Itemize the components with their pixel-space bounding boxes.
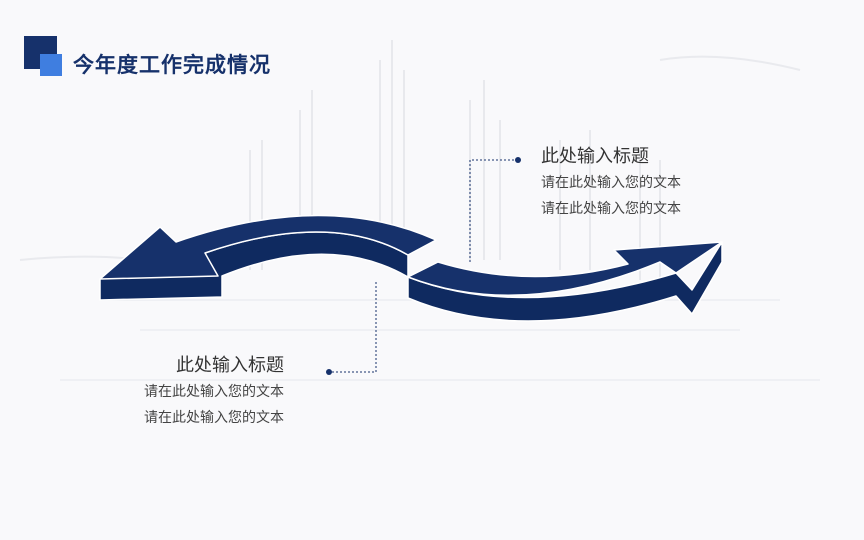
callout-left: 此处输入标题 请在此处输入您的文本 请在此处输入您的文本 — [144, 353, 284, 431]
callout-text: 请在此处输入您的文本 — [541, 175, 681, 191]
connector-right — [469, 157, 521, 262]
callout-text: 请在此处输入您的文本 — [144, 410, 284, 426]
slide-title: 今年度工作完成情况 — [73, 53, 271, 77]
callout-heading: 此处输入标题 — [176, 355, 284, 376]
callout-heading: 此处输入标题 — [541, 146, 649, 167]
callout-text: 请在此处输入您的文本 — [541, 201, 681, 217]
right-arrow-side — [407, 241, 723, 322]
callout-right: 此处输入标题 请在此处输入您的文本 请在此处输入您的文本 — [541, 144, 681, 222]
connector-left — [326, 282, 377, 375]
title-mark — [24, 36, 68, 80]
right-arrow-top — [407, 241, 723, 297]
title-square-light — [40, 54, 62, 76]
callout-text: 请在此处输入您的文本 — [144, 384, 284, 400]
left-arrow-top — [99, 214, 437, 280]
